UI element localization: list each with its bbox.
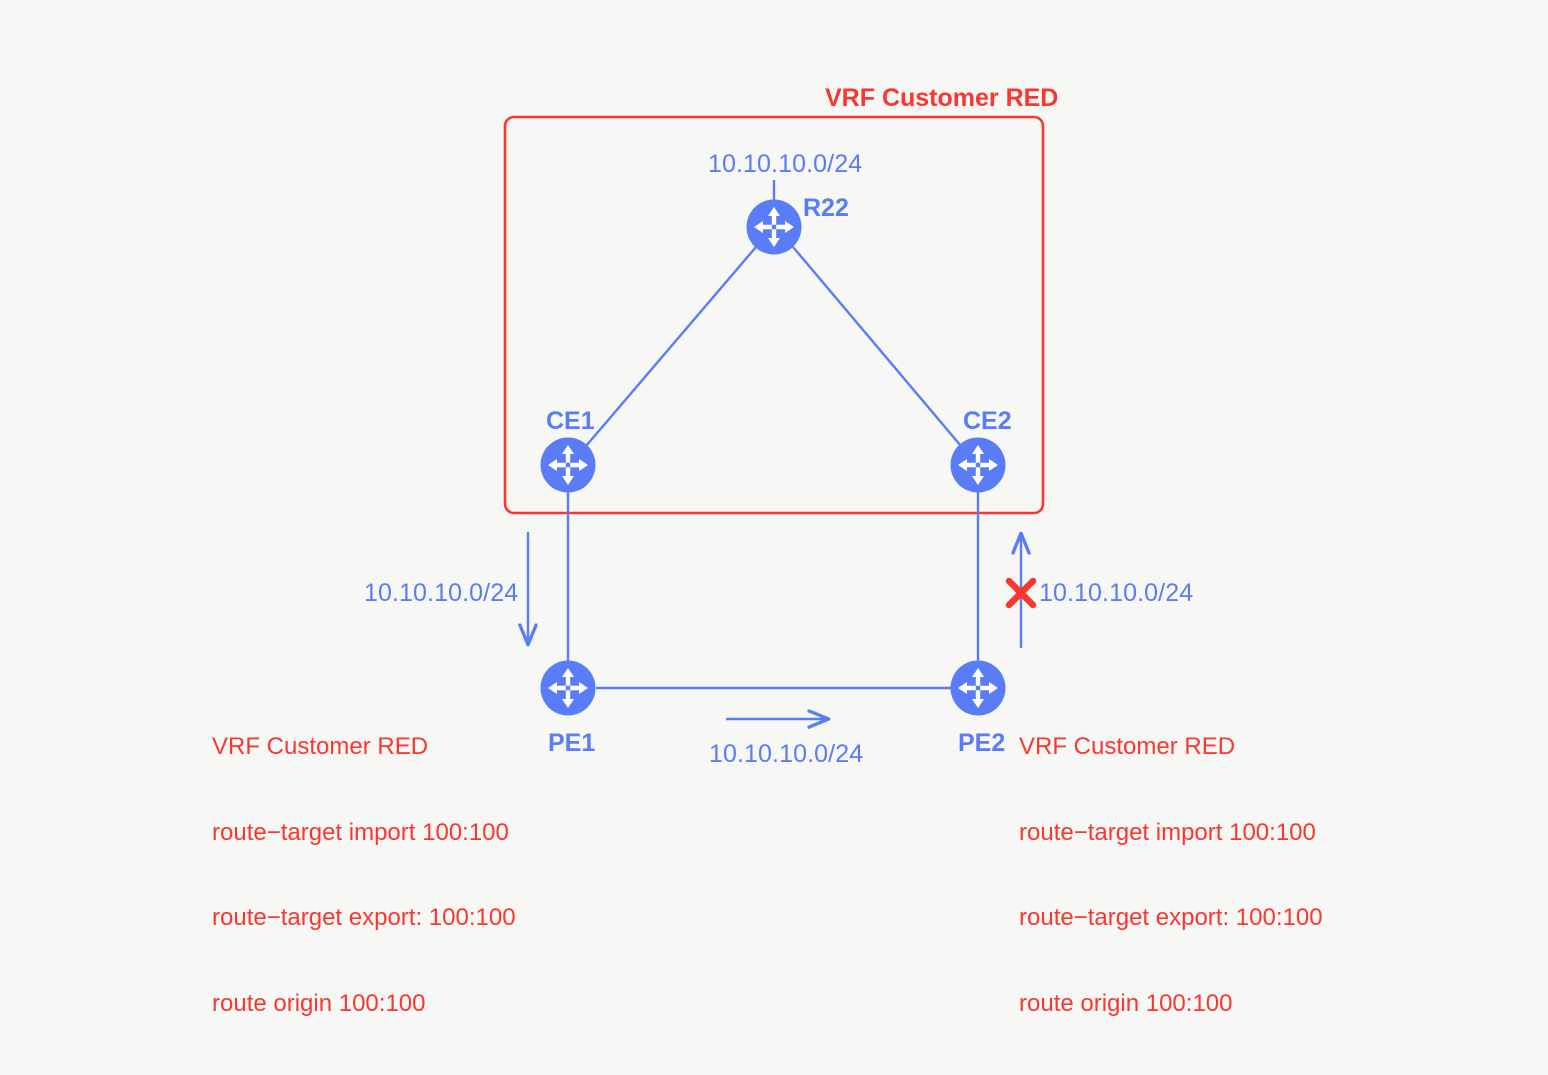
node-pe1[interactable] xyxy=(540,660,596,716)
prefix-label-middle: 10.10.10.0/24 xyxy=(709,740,864,768)
vrf-config-left-line1: VRF Customer RED xyxy=(212,733,429,760)
vrf-config-right-line2: route−target import 100:100 xyxy=(1019,818,1316,846)
node-r22[interactable] xyxy=(746,199,802,255)
prefix-label-left-down: 10.10.10.0/24 xyxy=(364,579,519,607)
node-label-pe2: PE2 xyxy=(958,729,1006,757)
vrf-config-right-line3: route−target export: 100:100 xyxy=(1019,904,1323,931)
vrf-config-left-line4: route origin 100:100 xyxy=(212,989,426,1017)
vrf-config-right: VRF Customer RED route−target import 100… xyxy=(1019,676,1323,1075)
node-ce2[interactable] xyxy=(950,437,1006,493)
vrf-config-left-line2: route−target import 100:100 xyxy=(212,818,509,846)
router-icon xyxy=(950,660,1006,716)
node-label-r22: R22 xyxy=(803,194,849,222)
router-icon xyxy=(540,437,596,493)
node-pe2[interactable] xyxy=(950,660,1006,716)
vrf-config-right-line1: VRF Customer RED xyxy=(1019,733,1236,760)
router-icon xyxy=(540,660,596,716)
diagram-links-layer xyxy=(503,115,1045,934)
link-r22-ce1 xyxy=(585,246,757,447)
diagram-canvas: VRF Customer RED 10.10.10.0/24 R22 CE1 C… xyxy=(212,84,1323,1017)
vrf-config-left-line3: route−target export: 100:100 xyxy=(212,904,516,931)
prefix-label-top: 10.10.10.0/24 xyxy=(708,150,863,178)
router-icon xyxy=(950,437,1006,493)
vrf-config-left: VRF Customer RED route−target import 100… xyxy=(212,676,516,1075)
vrf-config-right-line4: route origin 100:100 xyxy=(1019,989,1233,1017)
vrf-box-title: VRF Customer RED xyxy=(825,84,1059,112)
node-ce1[interactable] xyxy=(540,437,596,493)
node-label-ce2: CE2 xyxy=(963,407,1012,435)
node-label-ce1: CE1 xyxy=(546,407,595,435)
router-icon xyxy=(746,199,802,255)
link-r22-ce2 xyxy=(792,246,962,447)
node-label-pe1: PE1 xyxy=(548,729,596,757)
vrf-boundary-box xyxy=(503,115,1045,515)
x-mark-icon xyxy=(1005,577,1037,609)
prefix-label-right-up: 10.10.10.0/24 xyxy=(1039,579,1194,607)
